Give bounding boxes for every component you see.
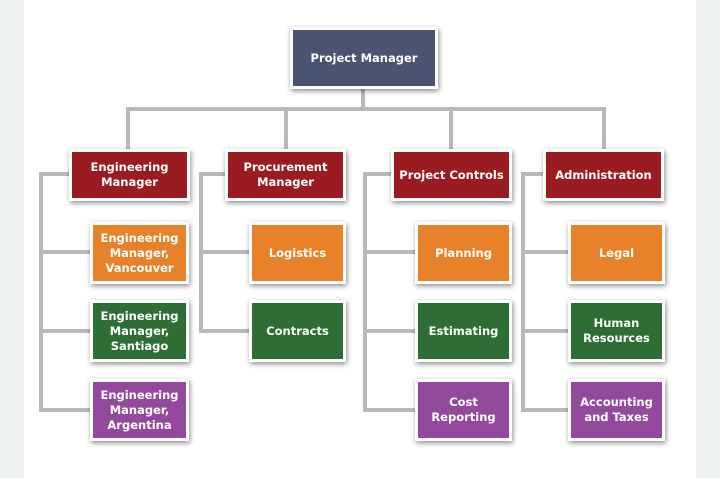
node-project-controls: Project Controls [391, 149, 512, 201]
connector [126, 107, 130, 150]
node-label: Legal [598, 245, 635, 260]
connector [39, 250, 91, 254]
connector [363, 250, 416, 254]
connector [449, 107, 453, 150]
node-label: Accounting and Taxes [580, 395, 653, 424]
node-label: Project Manager [310, 50, 418, 65]
connector [199, 250, 250, 254]
connector [39, 408, 91, 412]
node-label: Engineering Manager, Santiago [100, 308, 179, 353]
node-label: Engineering Manager, Argentina [100, 387, 179, 432]
connector [363, 408, 416, 412]
node-procurement-manager: Procurement Manager [225, 149, 346, 201]
node-administration: Administration [543, 149, 664, 201]
node-label: Human Resources [583, 316, 650, 345]
connector [602, 107, 606, 150]
node-legal: Legal [568, 222, 665, 284]
node-label: Engineering Manager [90, 160, 169, 189]
connector [199, 329, 250, 333]
connector [199, 172, 226, 176]
connector [126, 107, 606, 111]
node-engineering-manager: Engineering Manager [69, 149, 190, 201]
node-label: Engineering Manager, Vancouver [100, 230, 179, 275]
connector [284, 107, 288, 150]
connector [521, 250, 569, 254]
node-label: Project Controls [399, 167, 504, 182]
connector [363, 172, 392, 176]
node-label: Planning [435, 245, 492, 260]
node-estimating: Estimating [415, 300, 512, 362]
node-label: Administration [555, 167, 652, 182]
node-label: Estimating [428, 323, 499, 338]
node-accounting-taxes: Accounting and Taxes [568, 379, 665, 441]
node-cost-reporting: Cost Reporting [415, 379, 512, 441]
node-label: Cost Reporting [431, 395, 496, 424]
node-human-resources: Human Resources [568, 300, 665, 362]
connector [363, 172, 367, 412]
connector [39, 329, 91, 333]
node-contracts: Contracts [249, 300, 346, 362]
connector [363, 329, 416, 333]
node-label: Logistics [268, 245, 327, 260]
node-planning: Planning [415, 222, 512, 284]
node-engineering-argentina: Engineering Manager, Argentina [90, 379, 189, 441]
connector [521, 172, 544, 176]
node-logistics: Logistics [249, 222, 346, 284]
node-label: Procurement Manager [243, 160, 328, 189]
node-engineering-vancouver: Engineering Manager, Vancouver [90, 222, 189, 284]
node-engineering-santiago: Engineering Manager, Santiago [90, 300, 189, 362]
connector [361, 88, 365, 110]
node-project-manager: Project Manager [290, 27, 438, 89]
connector [521, 172, 525, 412]
connector [521, 408, 569, 412]
node-label: Contracts [266, 323, 329, 338]
connector [39, 172, 43, 412]
connector [39, 172, 70, 176]
connector [521, 329, 569, 333]
